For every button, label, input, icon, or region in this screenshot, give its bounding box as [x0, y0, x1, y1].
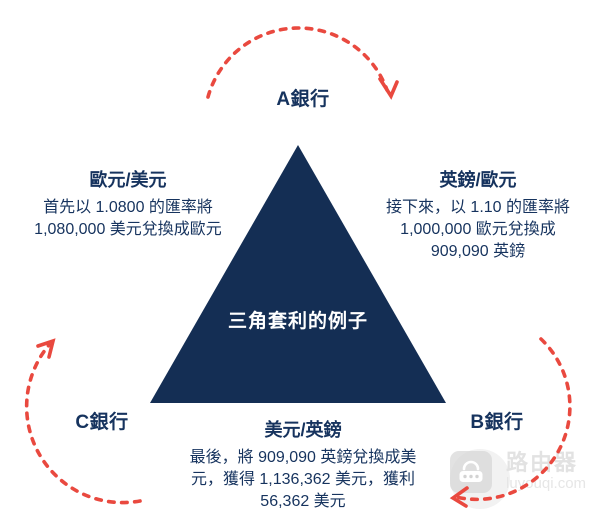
bank-label-a: A銀行: [276, 89, 330, 110]
step-usd-gbp-text: 最後，將 909,090 英鎊兌換成美 元，獲得 1,136,362 美元，獲利…: [143, 447, 463, 513]
step-usd-gbp: 美元/英鎊 最後，將 909,090 英鎊兌換成美 元，獲得 1,136,362…: [143, 416, 463, 513]
router-icon: [450, 451, 492, 493]
watermark: 路由器 luyouqi.com: [450, 449, 600, 509]
bank-label-c: C銀行: [75, 412, 129, 433]
watermark-domain: luyouqi.com: [506, 475, 587, 492]
cycle-arrows: [24, 26, 572, 508]
triangle-shape: [150, 145, 446, 403]
step-line: 最後，將 909,090 英鎊兌換成美: [189, 449, 417, 466]
watermark-name: 路由器: [506, 450, 579, 475]
step-line: 首先以 1.0800 的匯率將: [43, 199, 213, 216]
step-line: 56,362 美元: [260, 493, 346, 510]
step-eur-usd-text: 首先以 1.0800 的匯率將 1,080,000 美元兌換成歐元: [8, 197, 248, 241]
step-gbp-eur: 英鎊/歐元 接下來，以 1.10 的匯率將 1,000,000 歐元兌換成 90…: [360, 166, 596, 263]
step-line: 1,080,000 美元兌換成歐元: [34, 221, 222, 238]
pair-label-eur-usd: 歐元/美元: [89, 170, 167, 190]
pair-label-gbp-eur: 英鎊/歐元: [439, 170, 517, 190]
step-line: 元，獲得 1,136,362 美元，獲利: [190, 471, 416, 488]
bank-label-b: B銀行: [470, 412, 524, 433]
arrowhead-a-to-b: [378, 77, 399, 100]
step-eur-usd: 歐元/美元 首先以 1.0800 的匯率將 1,080,000 美元兌換成歐元: [8, 166, 248, 241]
diagram-title: 三角套利的例子: [227, 311, 368, 332]
step-line: 1,000,000 歐元兌換成: [400, 221, 556, 238]
step-line: 909,090 英鎊: [430, 243, 526, 260]
arrowhead-b-to-c: [449, 486, 469, 508]
arrow-arc-c-to-a: [24, 343, 142, 505]
pair-label-usd-gbp: 美元/英鎊: [264, 420, 342, 440]
arrow-arc-a-to-b: [206, 26, 389, 99]
arrowhead-c-to-a: [36, 338, 56, 359]
step-gbp-eur-text: 接下來，以 1.10 的匯率將 1,000,000 歐元兌換成 909,090 …: [360, 197, 596, 263]
step-line: 接下來，以 1.10 的匯率將: [385, 199, 571, 216]
arrow-arc-b-to-c: [454, 337, 572, 502]
